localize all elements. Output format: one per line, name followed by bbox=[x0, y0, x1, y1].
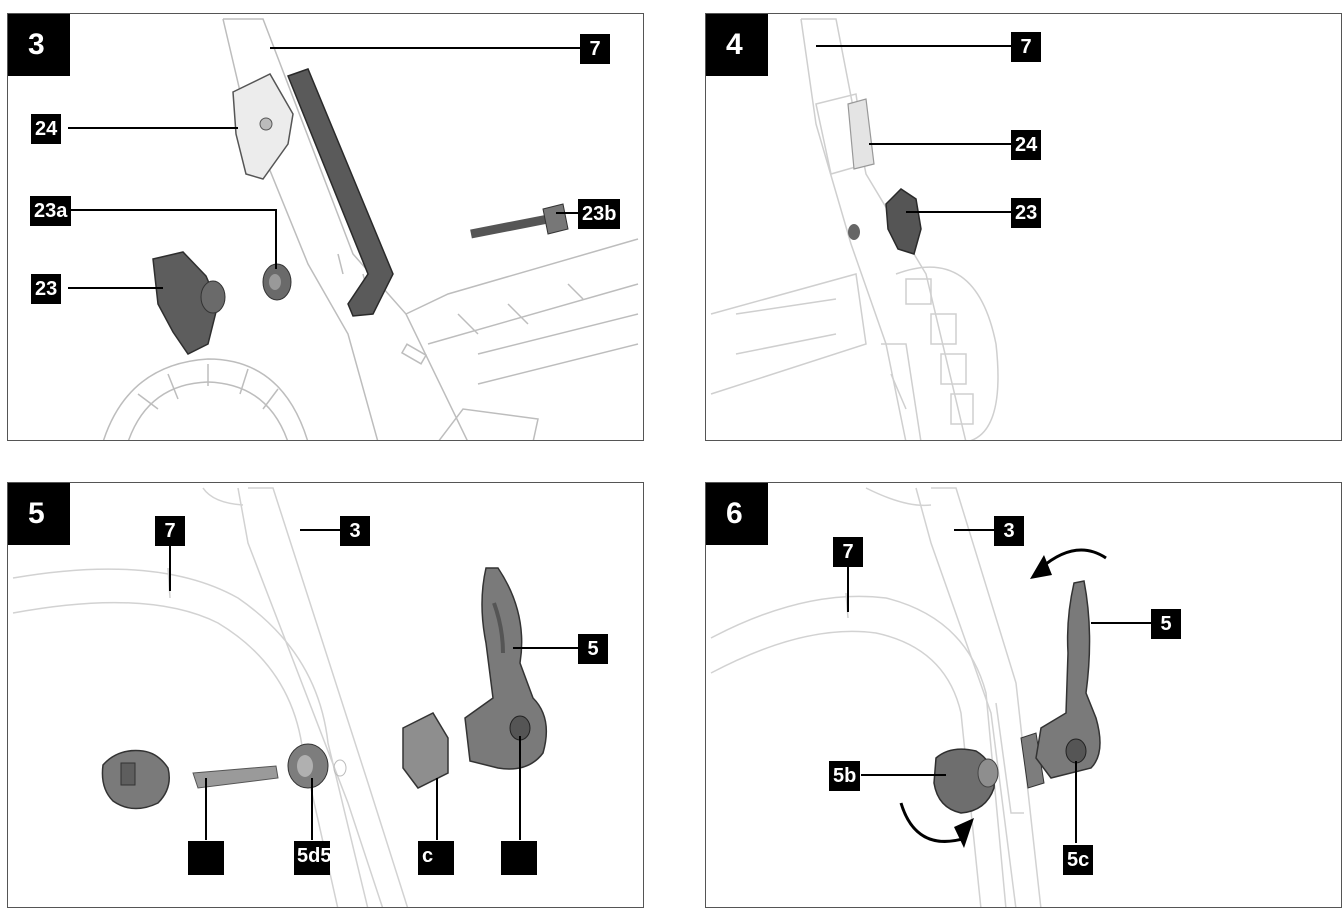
leader-line bbox=[436, 778, 438, 840]
figure-5-drawing bbox=[12, 487, 548, 907]
callout-3: 3 bbox=[340, 516, 370, 546]
callout-7: 7 bbox=[833, 537, 863, 567]
callout-5c: 5c bbox=[1063, 845, 1094, 875]
callout-5d: 5d5 bbox=[294, 841, 330, 875]
callout-23: 23 bbox=[31, 274, 62, 304]
leader-line bbox=[816, 45, 1012, 47]
leader-line bbox=[847, 567, 849, 612]
callout-23b: 23b bbox=[578, 199, 621, 229]
figure-number: 5 bbox=[8, 483, 70, 545]
leader-line bbox=[906, 211, 1012, 213]
callout-5b: 5b bbox=[829, 761, 861, 791]
leader-line bbox=[169, 546, 171, 591]
leader-line bbox=[861, 774, 946, 776]
figure-3-drawing bbox=[102, 18, 639, 440]
callout-5: 5 bbox=[578, 634, 608, 664]
leader-line bbox=[513, 647, 578, 649]
callout-5: 5 bbox=[1151, 609, 1181, 639]
callout-23: 23 bbox=[1011, 198, 1042, 228]
leader-line bbox=[1091, 622, 1151, 624]
leader-line bbox=[311, 778, 313, 840]
leader-line bbox=[519, 736, 521, 840]
leader-line bbox=[68, 209, 276, 211]
leader-line bbox=[300, 529, 340, 531]
leader-line bbox=[954, 529, 994, 531]
callout-7: 7 bbox=[1011, 32, 1041, 62]
figure-6-drawing bbox=[710, 487, 1107, 907]
leader-line bbox=[869, 143, 1012, 145]
leader-line bbox=[556, 212, 580, 214]
figure-number: 4 bbox=[706, 14, 768, 76]
callout-24: 24 bbox=[31, 114, 62, 144]
callout-7: 7 bbox=[155, 516, 185, 546]
callout-23a: 23a bbox=[30, 196, 72, 226]
leader-line bbox=[68, 127, 238, 129]
callout-7: 7 bbox=[580, 34, 610, 64]
figure-number: 6 bbox=[706, 483, 768, 545]
figure-5-panel: 5 7 3 5 5d5 c bbox=[7, 482, 644, 908]
leader-line bbox=[68, 287, 163, 289]
leader-line bbox=[205, 778, 207, 840]
callout-5c: c bbox=[418, 841, 454, 875]
leader-line bbox=[270, 47, 580, 49]
callout-blank-left bbox=[188, 841, 224, 875]
figure-4-drawing bbox=[710, 18, 999, 440]
figure-number: 3 bbox=[8, 14, 70, 76]
figure-3-panel: 3 7 24 23a 23b 23 bbox=[7, 13, 644, 441]
callout-3: 3 bbox=[994, 516, 1024, 546]
figure-4-panel: 4 7 24 23 bbox=[705, 13, 1342, 441]
callout-blank-right bbox=[501, 841, 537, 875]
figure-6-panel: 6 7 3 5 5b 5c bbox=[705, 482, 1342, 908]
callout-24: 24 bbox=[1011, 130, 1042, 160]
leader-line bbox=[275, 209, 277, 269]
leader-line bbox=[1075, 761, 1077, 843]
